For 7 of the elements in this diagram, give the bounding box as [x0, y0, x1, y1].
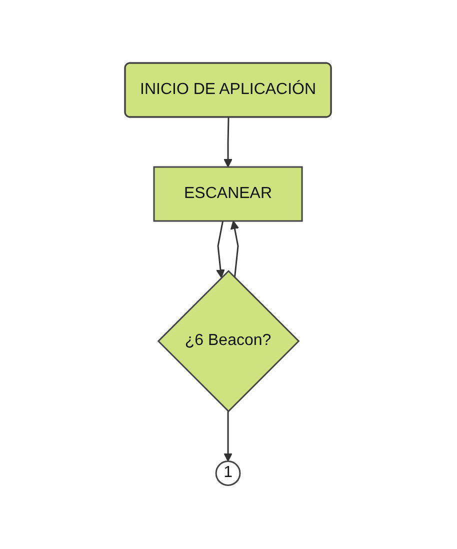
node-diamond: ¿6 Beacon? [158, 270, 300, 413]
arrow [224, 118, 233, 168]
arrow [224, 412, 233, 462]
node-box: ESCANEAR [154, 166, 304, 222]
node-circle: 1 [216, 460, 242, 486]
arrow [216, 221, 226, 278]
arrow [230, 220, 240, 278]
